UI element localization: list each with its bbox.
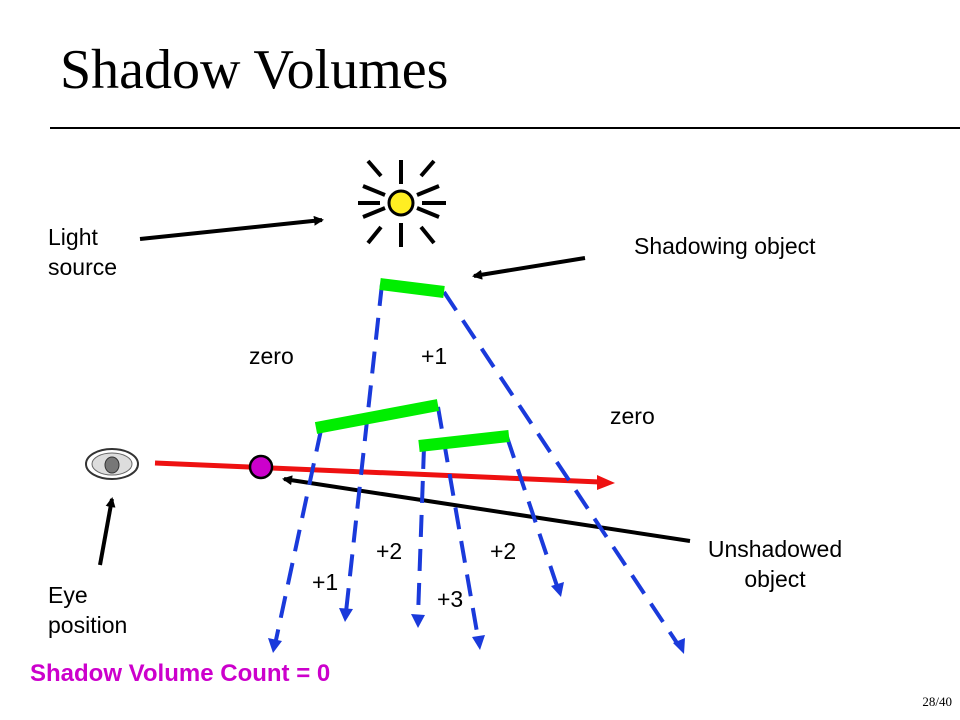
shadow-volume-arrowhead <box>551 582 564 597</box>
region-count-plus1-top: +1 <box>421 343 448 369</box>
shadow-volume-arrowhead <box>472 635 485 650</box>
light-source-label-line1: Light <box>48 224 98 250</box>
unshadowed-object-dot <box>248 454 274 480</box>
shadow-volume-edge <box>344 283 384 613</box>
shadow-volume-edge <box>416 446 426 617</box>
eye-ray-arrowhead <box>597 475 615 490</box>
shadow-volume-arrowhead <box>268 638 282 653</box>
region-count-zero-right: zero <box>610 403 655 429</box>
eye-position-label-line2: position <box>48 612 128 638</box>
unshadowed-object-label-line1: Unshadowed <box>707 536 843 562</box>
light-source-label: Light source <box>48 222 117 282</box>
region-count-plus1-bottom: +1 <box>312 569 339 595</box>
light-source-arrow <box>139 215 324 241</box>
title-divider <box>50 127 960 129</box>
eye-icon <box>85 448 139 480</box>
shadow-volume-arrowhead <box>411 614 425 628</box>
shadowing-object-arrow <box>472 256 586 280</box>
occluder-small <box>418 430 510 452</box>
shadow-volume-edge <box>442 290 679 645</box>
shadowing-object-label: Shadowing object <box>634 233 816 259</box>
region-count-plus2-right: +2 <box>490 538 517 564</box>
region-count-plus2-left: +2 <box>376 538 403 564</box>
shadow-volume-edge <box>505 436 559 587</box>
region-count-zero-left: zero <box>249 343 294 369</box>
unshadowed-object-label: Unshadowed object <box>690 534 860 594</box>
eye-ray <box>154 460 601 485</box>
eye-position-label: Eye position <box>48 580 127 640</box>
sun-icon <box>358 159 446 247</box>
shadow-volume-arrowhead <box>339 608 353 622</box>
slide-title: Shadow Volumes <box>60 39 449 101</box>
shadowing-object <box>379 278 445 298</box>
shadow-volume-edge <box>274 429 323 641</box>
unshadowed-object-arrow <box>282 475 691 543</box>
shadow-volume-arrowhead <box>673 638 685 654</box>
region-count-plus3: +3 <box>437 586 464 612</box>
eye-position-arrow <box>98 497 116 566</box>
occluder-large <box>314 399 440 434</box>
shadow-volume-count: Shadow Volume Count = 0 <box>30 660 331 687</box>
light-source-label-line2: source <box>48 254 118 280</box>
unshadowed-object-label-line2: object <box>744 566 806 592</box>
eye-position-label-line1: Eye <box>48 582 88 608</box>
page-number: 28/40 <box>922 694 952 709</box>
